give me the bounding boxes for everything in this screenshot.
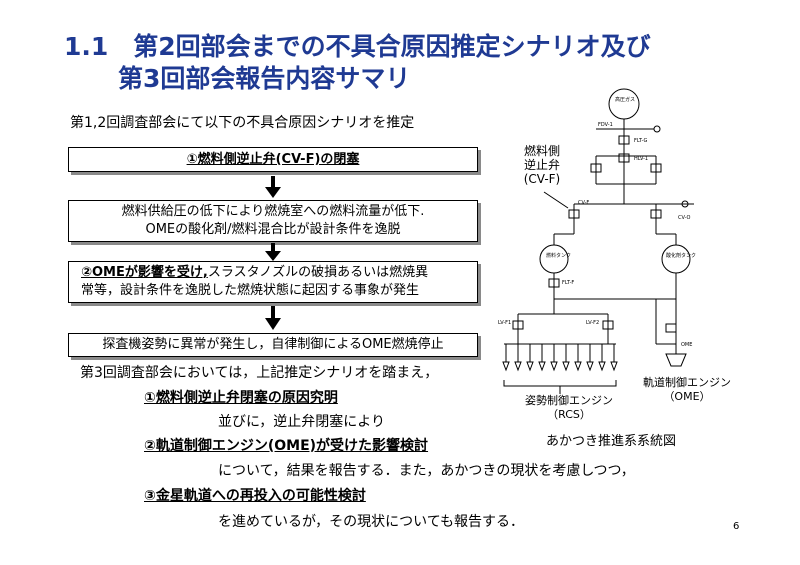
cvf-label-line2: 逆止弁 bbox=[523, 158, 560, 172]
flow-box-ome-affected: ②OMEが影響を受け,スラスタノズルの破損あるいは燃焼異 常等，設計条件を逸脱し… bbox=[68, 261, 478, 303]
oxidizer-tank-icon bbox=[661, 244, 691, 274]
ome-label-line2: （OME） bbox=[663, 390, 711, 403]
summary-item-3: ③金星軌道への再投入の可能性検討 bbox=[144, 488, 366, 504]
flow-box-3-bold: ②OMEが影響を受け, bbox=[81, 265, 208, 280]
summary-item-1: ①燃料側逆止弁閉塞の原因究明 bbox=[144, 390, 338, 406]
flow-box-1-text: ①燃料側逆止弁(CV-F)の閉塞 bbox=[186, 152, 360, 167]
flow-box-attitude-anomaly: 探査機姿勢に異常が発生し，自律制御によるOME燃焼停止 bbox=[68, 333, 478, 357]
summary-item-2-cont: について，結果を報告する．また，あかつきの現状を考慮しつつ， bbox=[218, 463, 635, 479]
propulsion-system-diagram: 高圧ガス 燃料タンク 酸化剤タンク FDV-1 FLT-G HLV-1 CV-F… bbox=[498, 88, 696, 394]
svg-text:FDV-1: FDV-1 bbox=[598, 122, 613, 128]
flow-box-fuel-pressure: 燃料供給圧の低下により燃焼室への燃料流量が低下. OMEの酸化剤/燃料混合比が設… bbox=[68, 200, 478, 242]
summary-lead: 第3回調査部会においては，上記推定シナリオを踏まえ， bbox=[80, 365, 439, 381]
page-title-line2: 第3回部会報告内容サマリ bbox=[118, 64, 411, 93]
cvf-label: 燃料側 逆止弁 (CV-F) bbox=[512, 144, 572, 186]
flow-box-4-text: 探査機姿勢に異常が発生し，自律制御によるOME燃焼停止 bbox=[102, 337, 444, 352]
ome-label-line1: 軌道制御エンジン bbox=[643, 376, 731, 389]
down-arrow-icon bbox=[265, 306, 281, 330]
flow-box-2-line2: OMEの酸化剤/燃料混合比が設計条件を逸脱 bbox=[145, 222, 401, 237]
svg-text:LV-F2: LV-F2 bbox=[586, 320, 599, 326]
cvf-label-line1: 燃料側 bbox=[523, 144, 560, 158]
ome-engine-icon bbox=[665, 353, 687, 367]
svg-text:FLT-G: FLT-G bbox=[634, 138, 648, 144]
oxidizer-tank-label: 酸化剤タンク bbox=[666, 252, 696, 259]
svg-text:高圧ガス: 高圧ガス bbox=[615, 96, 635, 103]
summary-item-3-cont: を進めているが，その現状についても報告する． bbox=[218, 514, 525, 530]
svg-text:FLT-F: FLT-F bbox=[562, 280, 574, 286]
summary-item-2: ②軌道制御エンジン(OME)が受けた影響検討 bbox=[144, 438, 429, 454]
page-title-line1: 1.1 第2回部会までの不具合原因推定シナリオ及び bbox=[64, 32, 651, 61]
summary-item-1-cont: 並びに，逆止弁閉塞により bbox=[218, 414, 386, 430]
fuel-tank-icon bbox=[539, 244, 569, 274]
rcs-label: 姿勢制御エンジン （RCS） bbox=[514, 394, 624, 422]
page-number: 6 bbox=[733, 521, 740, 532]
flow-box-2-line1: 燃料供給圧の低下により燃焼室への燃料流量が低下. bbox=[121, 204, 425, 219]
flow-box-3-rest: スラスタノズルの破損あるいは燃焼異 bbox=[207, 265, 429, 280]
ome-label: 軌道制御エンジン （OME） bbox=[632, 376, 742, 404]
down-arrow-icon bbox=[265, 243, 281, 261]
svg-text:HLV-1: HLV-1 bbox=[634, 156, 648, 162]
svg-text:CV-O: CV-O bbox=[678, 215, 691, 221]
fuel-tank-label: 燃料タンク bbox=[546, 252, 571, 259]
flow-box-3-line2: 常等，設計条件を逸脱した燃焼状態に起因する事象が発生 bbox=[81, 283, 420, 298]
intro-text: 第1,2回調査部会にて以下の不具合原因シナリオを推定 bbox=[70, 115, 415, 131]
cvf-label-line3: (CV-F) bbox=[523, 172, 561, 186]
svg-text:CV-F: CV-F bbox=[578, 200, 589, 206]
rcs-label-line1: 姿勢制御エンジン bbox=[525, 394, 613, 407]
gas-tank-icon bbox=[608, 88, 640, 120]
diagram-caption: あかつき推進系系統図 bbox=[546, 434, 677, 449]
flow-box-cvf-blockage: ①燃料側逆止弁(CV-F)の閉塞 bbox=[68, 147, 478, 172]
svg-text:OME: OME bbox=[681, 342, 692, 348]
svg-text:LV-F1: LV-F1 bbox=[498, 320, 511, 326]
rcs-thrusters-icon bbox=[502, 344, 618, 372]
rcs-label-line2: （RCS） bbox=[547, 408, 591, 421]
down-arrow-icon bbox=[265, 176, 281, 198]
